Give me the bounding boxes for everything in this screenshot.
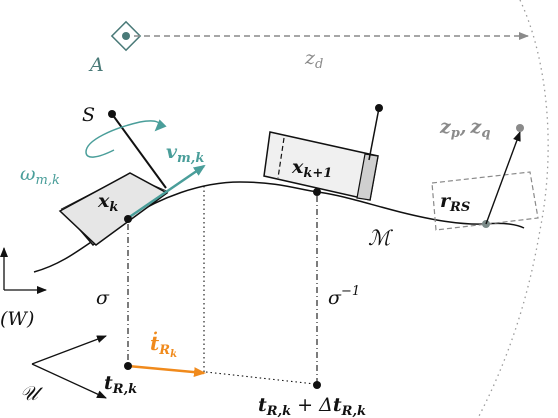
sensor-S-stick [111,113,167,189]
zd-label: zd [304,47,323,72]
robot-k-body [58,172,169,246]
omega-label: ωm,k [20,163,60,188]
tRk-next-label: tR,k + ΔtR,k [258,394,366,418]
tRk-label: tR,k [104,372,137,397]
world-frame-icon [0,247,47,294]
tdot-arrow [127,364,206,378]
anchor-A-icon [110,20,142,52]
sensor-k1-point [375,104,383,112]
rRS-arrow [485,131,521,225]
sigma-label: σ [96,287,110,309]
tRk-next-point [313,381,321,389]
sensor-range-arc [477,0,549,418]
zp-point [516,124,524,132]
sensor-S-label: S [82,104,95,126]
tRk-point [124,362,132,370]
xk-point [124,215,132,223]
manifold-label: ℳ [368,226,394,250]
velocity-label: vm,k [166,141,204,166]
world-frame-label: (W) [0,308,34,330]
velocity-arrow [127,164,206,220]
sensor-k1-stick [368,107,380,161]
xk1-label: xk+1 [291,156,332,181]
sigma-inv-label: σ−1 [328,284,360,309]
zp-zq-label: zp,zq [439,116,490,141]
xk-label: xk [97,190,118,215]
anchor-label: A [88,54,104,76]
U-label: 𝒰 [20,381,44,405]
tdot-label: ṫRk [150,330,177,360]
omega-rotation-arrow [85,119,167,158]
sensor-footprint-boxes [431,171,539,231]
xk1-point [313,188,321,196]
sensor-S-point [108,110,116,118]
tdot-to-next [205,371,316,385]
rRS-label: rRS [440,190,470,215]
U-frame-icon [31,335,107,399]
robot-k1 [263,131,379,201]
